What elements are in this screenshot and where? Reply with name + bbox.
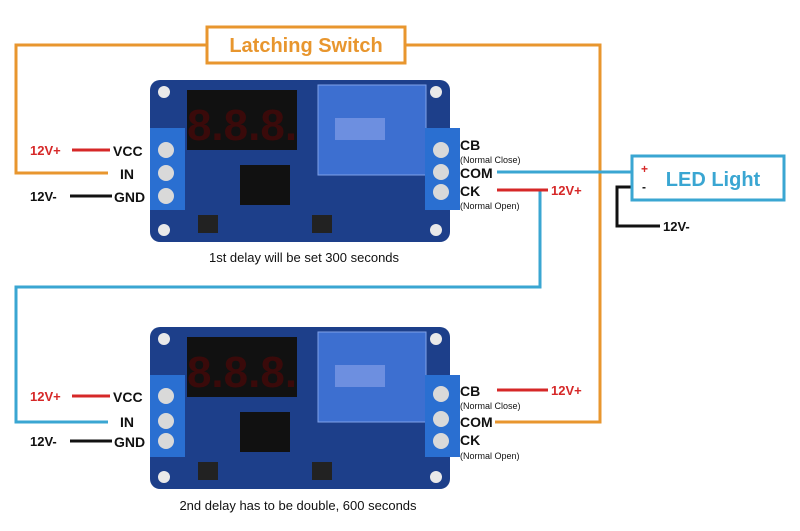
relay1-com-pin: COM [460,165,493,181]
seven-seg-readout-2: 8.8.8. [187,348,297,397]
relay2-ck-note: (Normal Open) [460,451,520,461]
relay2-gnd-supply: 12V- [30,434,57,449]
led-light-box [630,154,786,202]
led-light-label: LED Light [666,169,761,191]
relay2-caption: 2nd delay has to be double, 600 seconds [179,498,417,513]
led-plus-sign: + [641,162,648,176]
relay1-in-pin: IN [120,166,134,182]
relay2-in-pin: IN [120,414,134,430]
title-box [205,25,407,65]
button-left-1 [198,215,218,233]
relay2-cb-note: (Normal Close) [460,401,521,411]
relay2-vcc-pin: VCC [113,389,143,405]
ic-chip-1 [240,165,290,205]
diagram-title: Latching Switch [229,35,382,57]
relay2-cb-supply: 12V+ [551,383,582,398]
button-left-2 [198,462,218,480]
seven-seg-display-2 [187,337,297,397]
relay2-ck-pin: CK [460,432,480,448]
relay1-ck-note: (Normal Open) [460,201,520,211]
relay2-gnd-pin: GND [114,434,145,450]
relay1-caption: 1st delay will be set 300 seconds [209,250,400,265]
relay-board-1 [150,80,460,242]
relay2-cb-pin: CB [460,383,480,399]
seven-seg-readout-1: 8.8.8. [187,101,297,150]
relay-board-2 [150,327,460,489]
button-right-1 [312,215,332,233]
black-wire-led-neg [615,185,660,228]
button-right-2 [312,462,332,480]
relay2-vcc-supply: 12V+ [30,389,61,404]
ic-chip-2 [240,412,290,452]
blue-wire-ck-to-in2 [14,190,542,424]
relay1-gnd-pin: GND [114,189,145,205]
relay1-vcc-pin: VCC [113,143,143,159]
relay1-ck-supply: 12V+ [551,183,582,198]
led-minus-sign: - [642,180,646,194]
seven-seg-display-1 [187,90,297,150]
relay1-ck-pin: CK [460,183,480,199]
relay1-vcc-supply: 12V+ [30,143,61,158]
relay1-cb-pin: CB [460,137,480,153]
led-neg-supply-label: 12V- [663,219,690,234]
relay1-cb-note: (Normal Close) [460,155,521,165]
relay1-gnd-supply: 12V- [30,189,57,204]
relay2-com-pin: COM [460,414,493,430]
